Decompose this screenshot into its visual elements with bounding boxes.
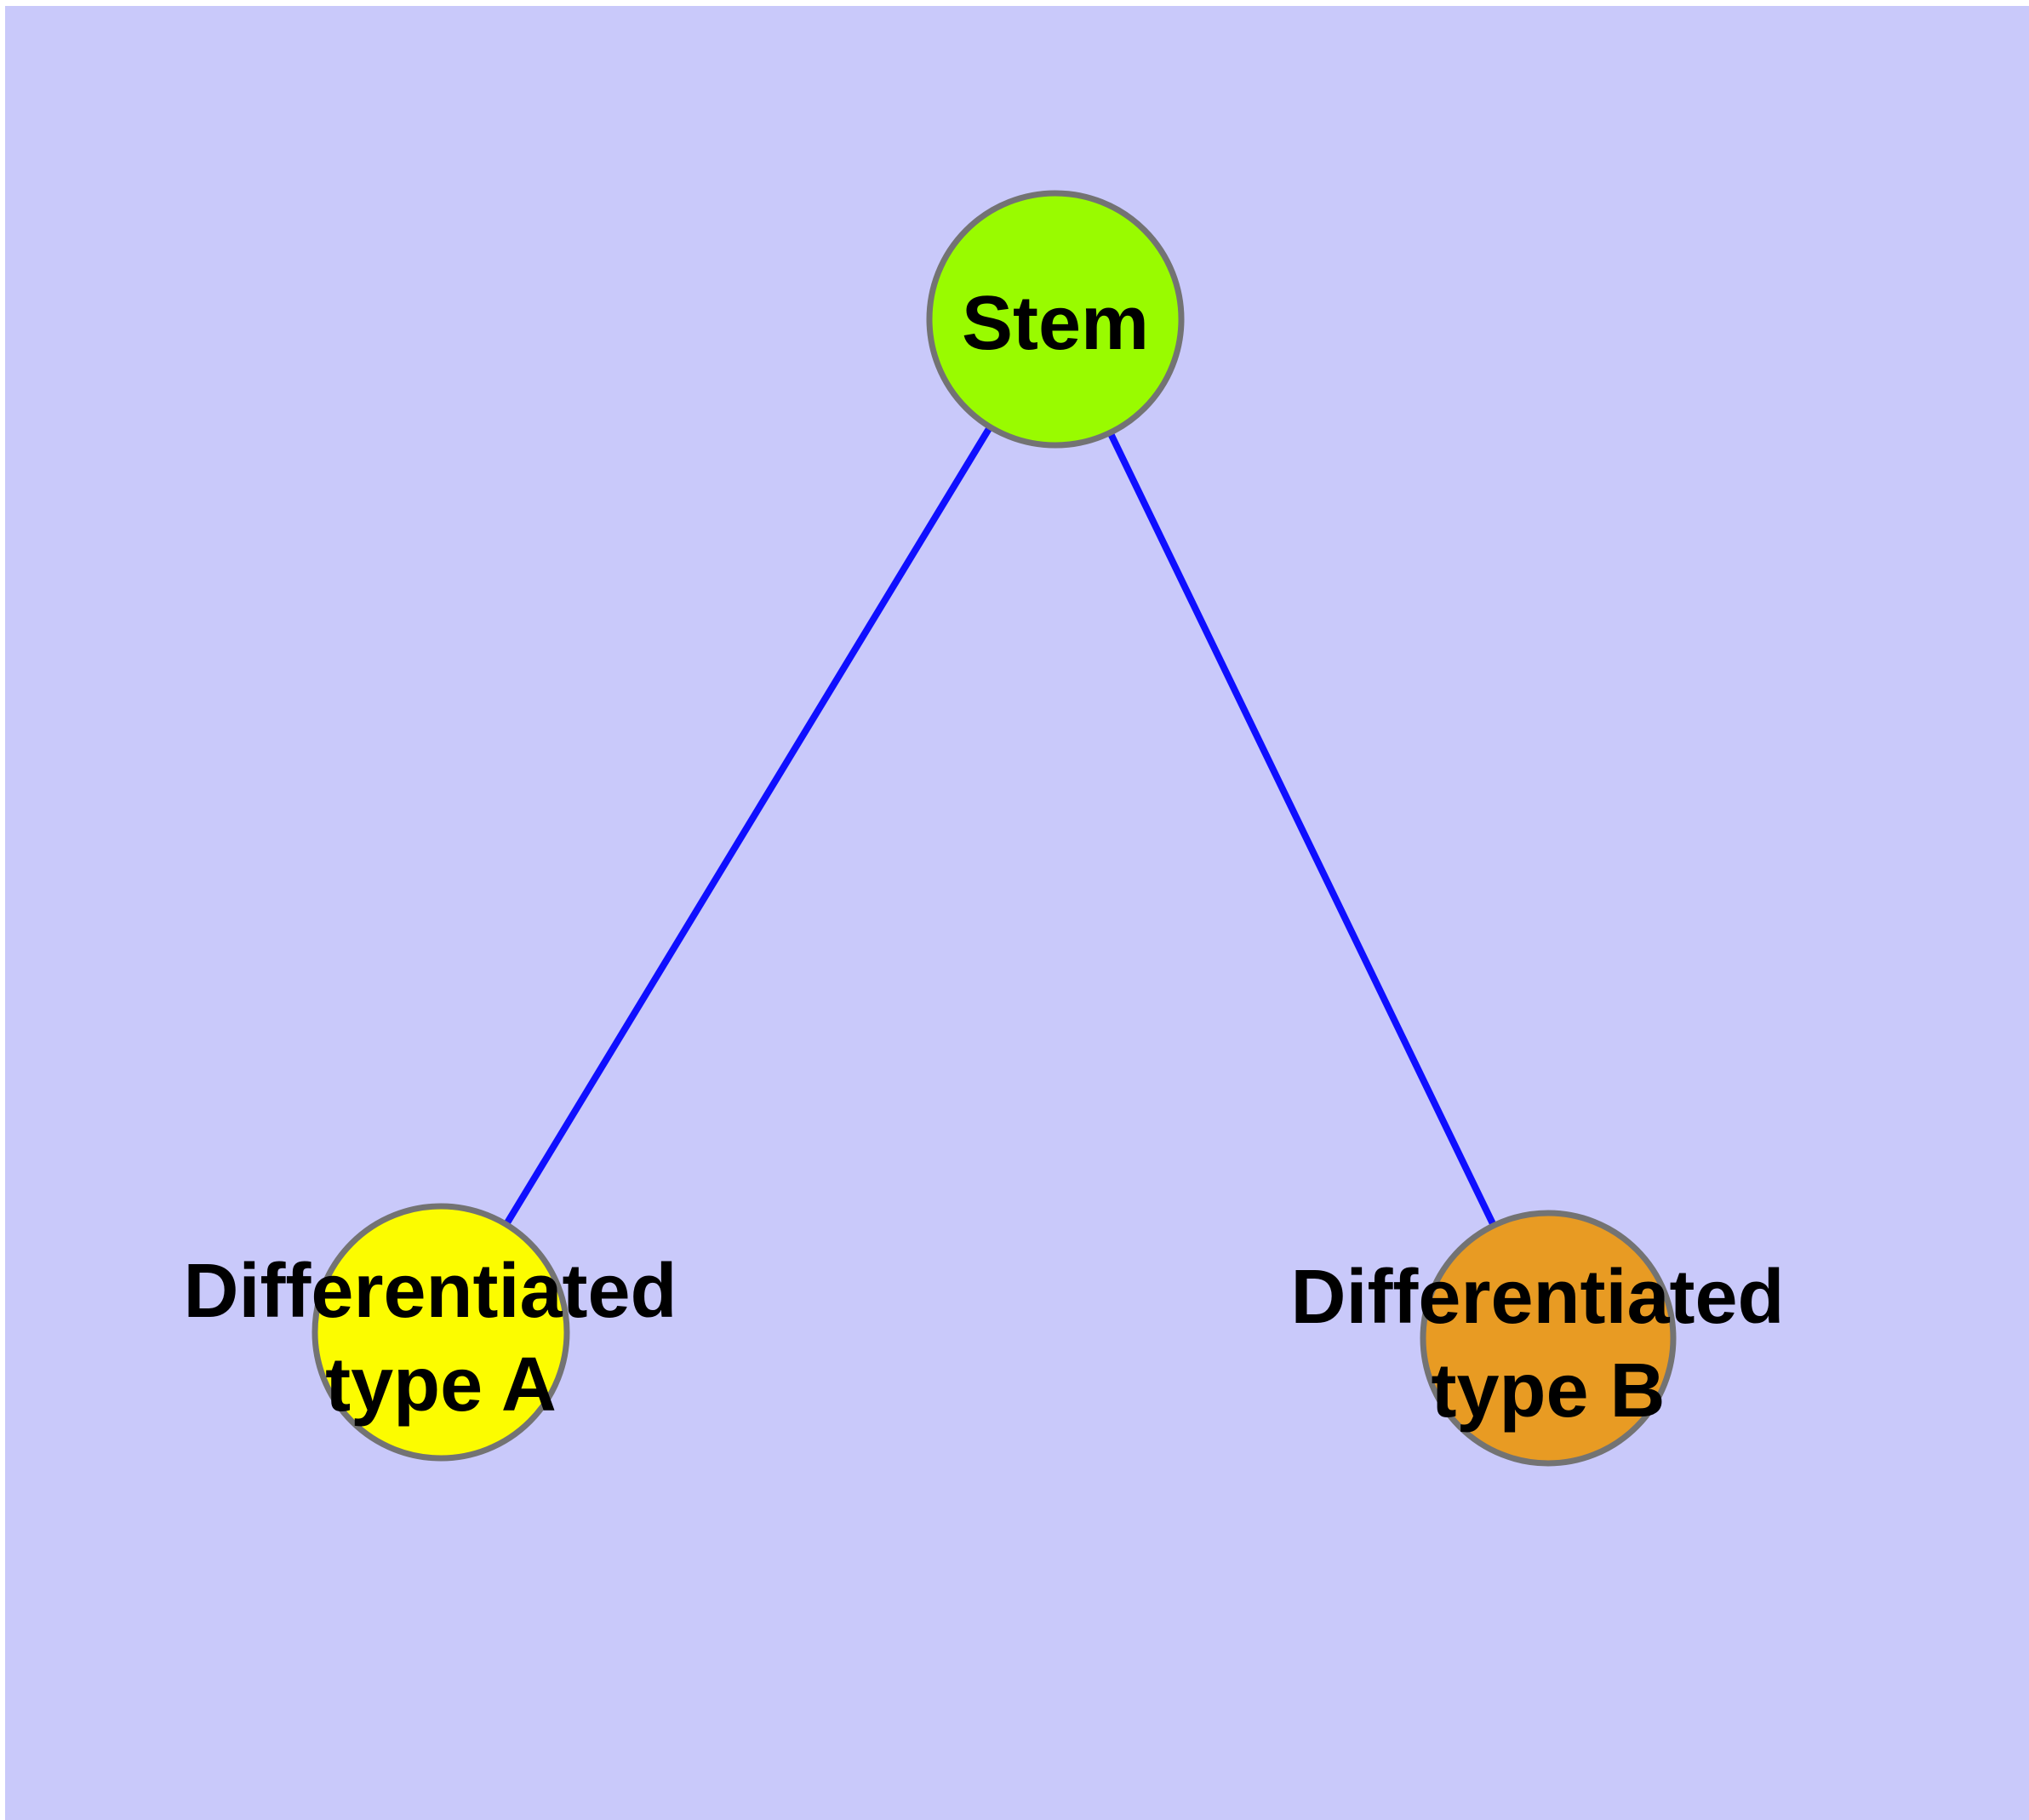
node-differentiated-type-a-label-line-2: type A xyxy=(325,1342,557,1428)
node-stem-label: Stem xyxy=(962,281,1149,366)
node-stem-circle xyxy=(926,190,1185,449)
node-differentiated-type-a: Differentiated type A xyxy=(183,1203,698,1462)
node-differentiated-type-a-label-line-1: Differentiated xyxy=(183,1249,677,1334)
edge-stem-to-type-b xyxy=(1106,431,1497,1228)
node-stem: Stem xyxy=(926,190,1185,449)
node-differentiated-type-b: Differentiated type B xyxy=(1290,1210,1805,1467)
node-differentiated-type-b-label-line-1: Differentiated xyxy=(1290,1255,1784,1340)
node-differentiated-type-b-label-line-2: type B xyxy=(1431,1348,1665,1434)
node-differentiated-type-a-circle xyxy=(311,1203,570,1462)
edge-stem-to-type-a xyxy=(503,425,993,1227)
node-differentiated-type-b-label: Differentiated type B xyxy=(1290,1255,1805,1434)
node-differentiated-type-a-label: Differentiated type A xyxy=(183,1249,698,1428)
node-stem-label-line-1: Stem xyxy=(962,281,1149,366)
node-differentiated-type-b-circle xyxy=(1420,1210,1677,1467)
